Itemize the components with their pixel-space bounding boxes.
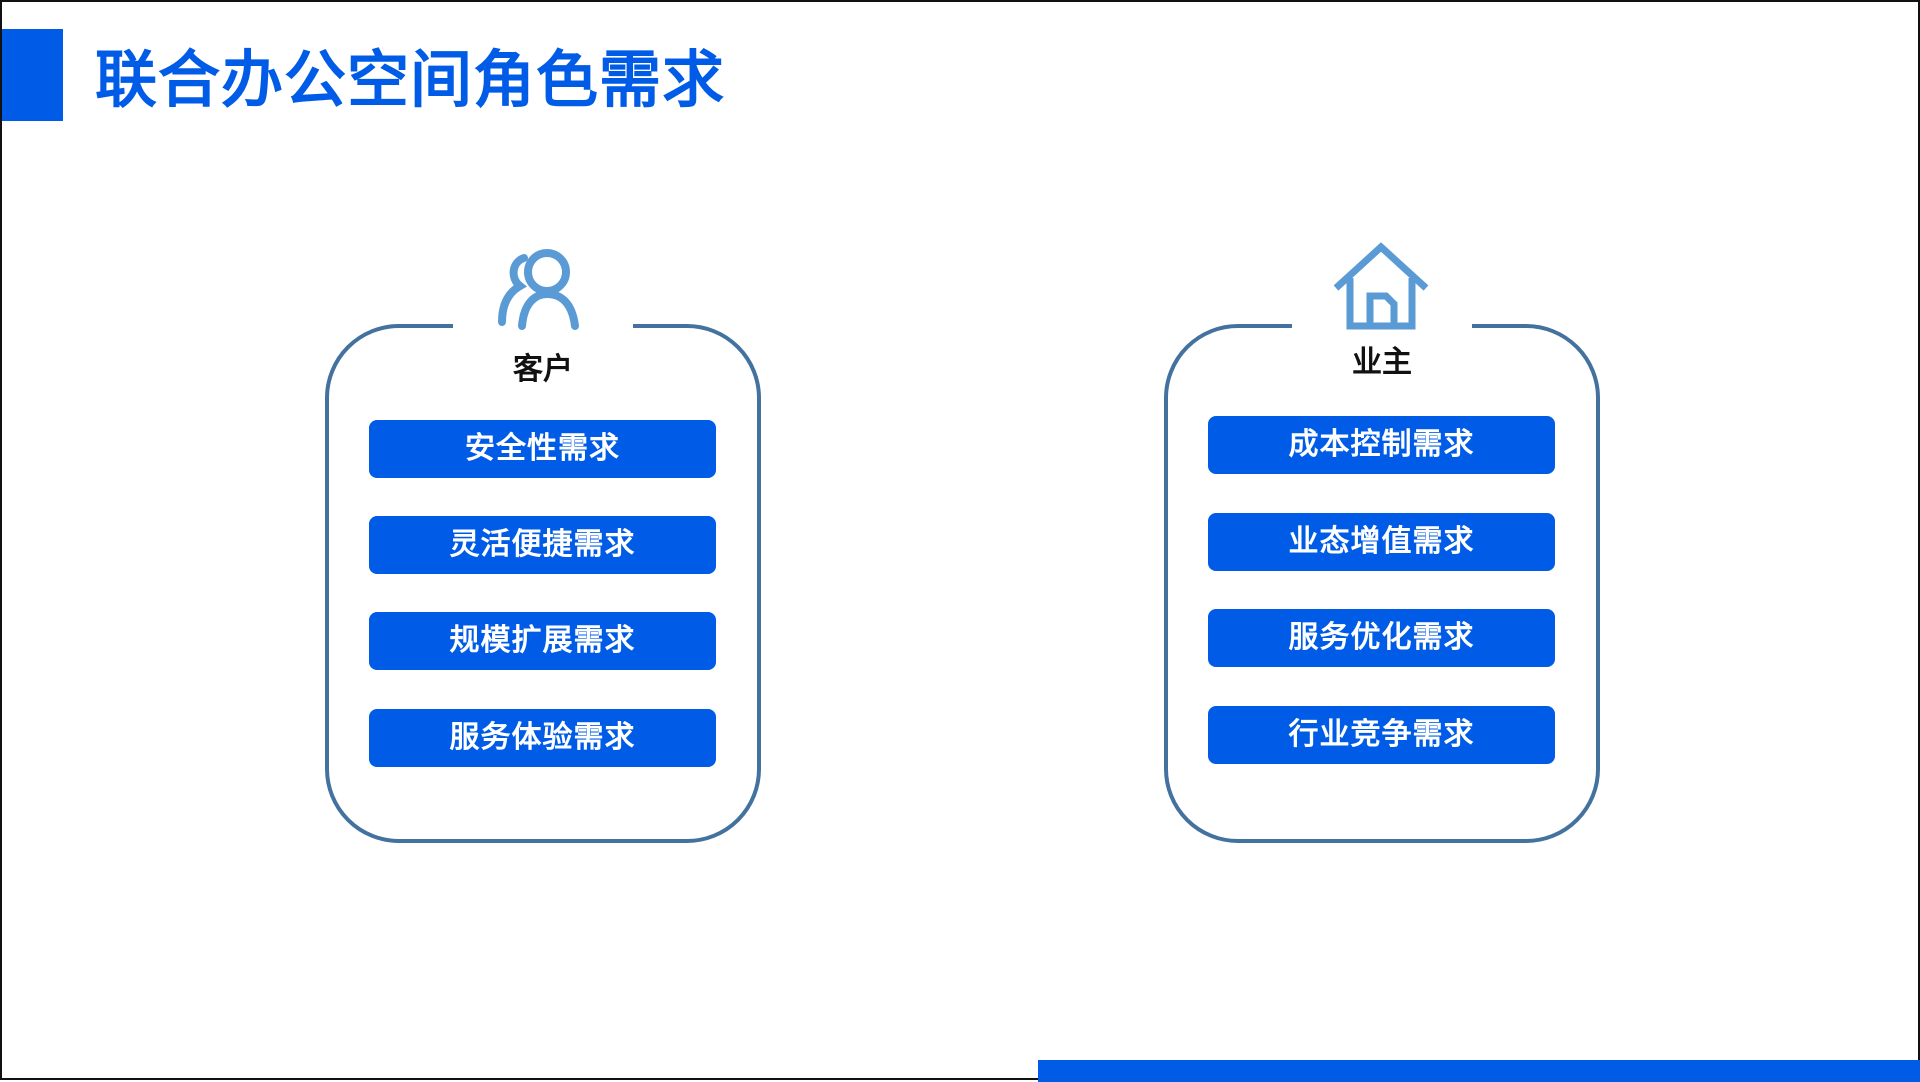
owner-card [1164,322,1600,843]
customer-need-flexibility[interactable]: 灵活便捷需求 [369,516,716,574]
customer-card [325,322,761,843]
page-title: 联合办公空间角色需求 [95,43,726,116]
owner-label: 业主 [1352,345,1412,380]
customer-need-security[interactable]: 安全性需求 [369,420,716,478]
owner-need-competition[interactable]: 行业竞争需求 [1208,706,1555,764]
card-gap [453,322,633,332]
customer-label: 客户 [513,352,573,387]
bottom-accent-bar [1038,1060,1920,1082]
house-icon [1333,242,1429,330]
owner-need-cost[interactable]: 成本控制需求 [1208,416,1555,474]
owner-need-value[interactable]: 业态增值需求 [1208,513,1555,571]
customer-need-service[interactable]: 服务体验需求 [369,709,716,767]
owner-need-service[interactable]: 服务优化需求 [1208,609,1555,667]
users-icon [498,249,579,330]
customer-need-scaling[interactable]: 规模扩展需求 [369,612,716,670]
title-accent-block [2,29,63,121]
